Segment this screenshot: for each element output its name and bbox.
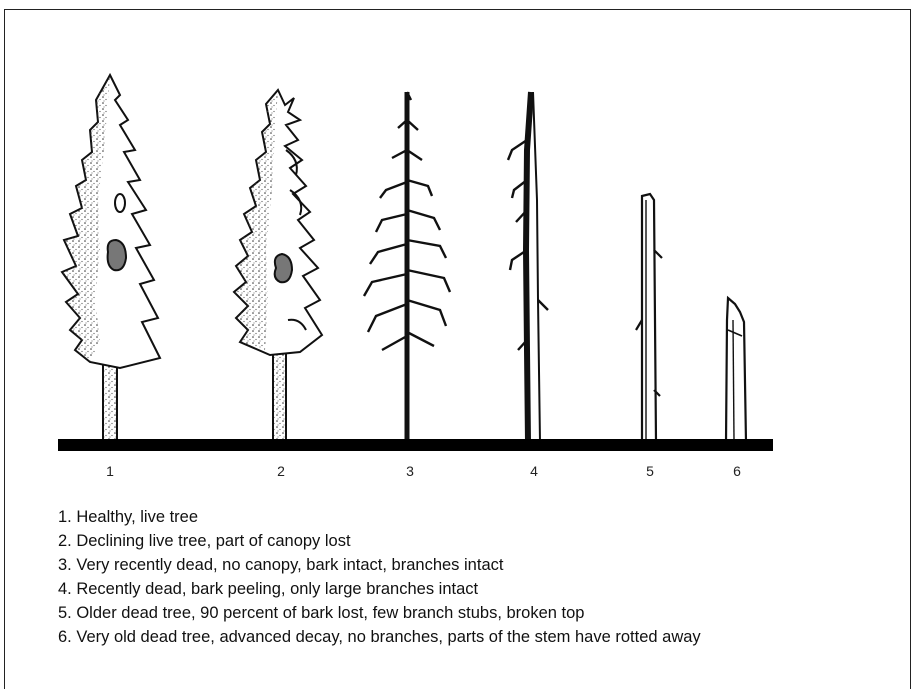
tree-1-healthy xyxy=(62,75,160,442)
tree-4-bark-peeling xyxy=(508,92,548,442)
legend-item-1: 1. Healthy, live tree xyxy=(58,505,701,529)
legend-item-6: 6. Very old dead tree, advanced decay, n… xyxy=(58,625,701,649)
stage-number-6: 6 xyxy=(733,463,741,479)
stage-number-4: 4 xyxy=(530,463,538,479)
tree-3-recently-dead xyxy=(364,92,450,442)
stage-number-1: 1 xyxy=(106,463,114,479)
stage-legend: 1. Healthy, live tree 2. Declining live … xyxy=(58,505,701,649)
legend-item-3: 3. Very recently dead, no canopy, bark i… xyxy=(58,553,701,577)
tree-6-very-old xyxy=(726,298,746,442)
tree-5-older-dead xyxy=(636,194,662,442)
stage-number-3: 3 xyxy=(406,463,414,479)
ground-line xyxy=(58,439,773,451)
legend-item-4: 4. Recently dead, bark peeling, only lar… xyxy=(58,577,701,601)
legend-item-5: 5. Older dead tree, 90 percent of bark l… xyxy=(58,601,701,625)
tree-decay-illustration: 1 2 3 4 5 6 xyxy=(0,0,916,500)
stage-number-5: 5 xyxy=(646,463,654,479)
legend-item-2: 2. Declining live tree, part of canopy l… xyxy=(58,529,701,553)
stage-number-2: 2 xyxy=(277,463,285,479)
tree-2-declining xyxy=(234,90,322,442)
